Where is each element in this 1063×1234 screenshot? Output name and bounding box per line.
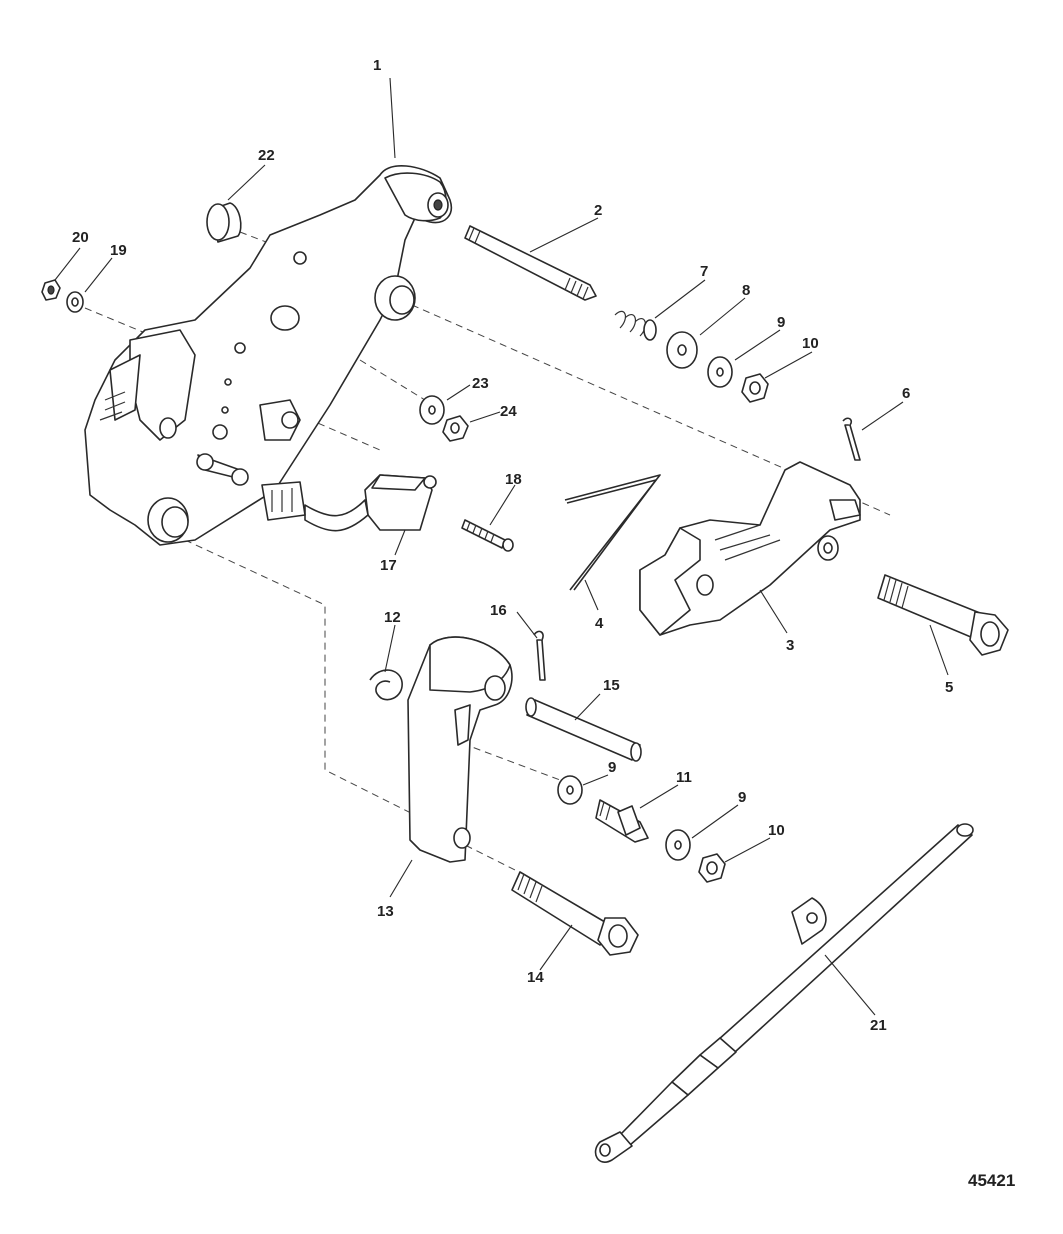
figure-number: 45421 (968, 1171, 1015, 1190)
callout-9-lower: 9 (738, 789, 746, 806)
callout-21: 21 (870, 1017, 887, 1034)
part-9-washer-upper (707, 356, 733, 388)
callout-7: 7 (700, 263, 708, 280)
part-8-washer (666, 331, 698, 369)
part-10-nut-lower (698, 853, 726, 883)
part-21-cable (594, 823, 974, 1163)
callout-8: 8 (742, 282, 750, 299)
part-19-washer (66, 291, 84, 313)
callout-15: 15 (603, 677, 620, 694)
callout-13: 13 (377, 903, 394, 920)
callout-1: 1 (373, 57, 381, 74)
part-13-lever (407, 636, 513, 863)
callout-24: 24 (500, 403, 517, 420)
part-22-spacer (206, 202, 242, 243)
callout-10-upper: 10 (802, 335, 819, 352)
part-10-nut-upper (741, 373, 769, 403)
callout-9-middle: 9 (608, 759, 616, 776)
callout-18: 18 (505, 471, 522, 488)
callout-19: 19 (110, 242, 127, 259)
callout-20: 20 (72, 229, 89, 246)
part-9-washer-middle (557, 775, 583, 805)
part-15-pin (525, 697, 642, 762)
callout-4: 4 (595, 615, 604, 632)
callout-22: 22 (258, 147, 275, 164)
part-20-nut (41, 279, 61, 301)
part-3-bracket (639, 461, 861, 636)
callout-14: 14 (527, 969, 544, 986)
callout-12: 12 (384, 609, 401, 626)
part-1-shift-bracket (84, 164, 452, 546)
callout-2: 2 (594, 202, 602, 219)
leader-lines (54, 77, 949, 1016)
part-23-washer (419, 395, 445, 425)
callout-11: 11 (676, 769, 692, 786)
callout-3: 3 (786, 637, 794, 654)
callout-6: 6 (902, 385, 910, 402)
part-24-nut (442, 415, 469, 442)
part-4-rod (564, 474, 661, 591)
callout-5: 5 (945, 679, 953, 696)
part-5-bolt (877, 574, 1009, 656)
part-12-clip (369, 669, 403, 701)
part-2-stud (464, 225, 597, 301)
callout-17: 17 (380, 557, 397, 574)
callout-23: 23 (472, 375, 489, 392)
callout-9-upper: 9 (777, 314, 785, 331)
part-6-cotter-pin (842, 417, 861, 461)
part-16-cotter-pin (533, 630, 546, 681)
part-14-bolt (511, 871, 639, 956)
part-9-washer-lower (665, 829, 691, 861)
callout-labels: 1 2 3 4 5 6 7 8 9 10 9 11 9 10 12 13 14 … (72, 57, 953, 1034)
part-17-switch (261, 474, 437, 532)
part-11-stud (595, 799, 649, 843)
part-7-spring (614, 310, 657, 341)
callout-10-lower: 10 (768, 822, 785, 839)
callout-16: 16 (490, 602, 507, 619)
part-18-screw (461, 519, 514, 552)
